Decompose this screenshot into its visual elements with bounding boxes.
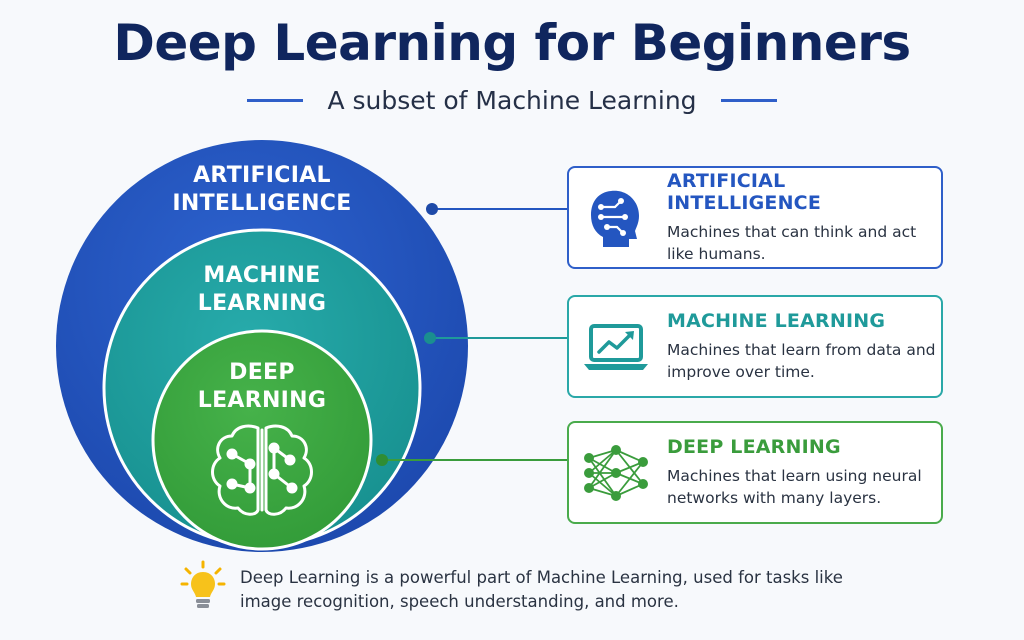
- card-title-dl: DEEP LEARNING: [667, 436, 841, 458]
- ml-circle-label-line2: LEARNING: [197, 291, 327, 316]
- card-title-ml: MACHINE LEARNING: [667, 310, 886, 332]
- brain-circuit-icon: [211, 424, 313, 516]
- subtitle-rule-left: [247, 99, 304, 102]
- lightbulb-icon: [180, 560, 226, 608]
- card-description-ml: Machines that learn from data and improv…: [667, 341, 936, 381]
- card-title-ai: ARTIFICIAL INTELLIGENCE: [667, 170, 821, 214]
- page-subtitle: A subset of Machine Learning: [327, 86, 697, 115]
- card-description-dl: Machines that learn using neural network…: [667, 467, 922, 507]
- connector-dl: [376, 454, 567, 466]
- card-artificial-intelligence: ARTIFICIAL INTELLIGENCE Machines that ca…: [567, 166, 943, 269]
- footnote-text: Deep Learning is a powerful part of Mach…: [240, 568, 843, 611]
- ml-circle-label-line1: MACHINE: [203, 263, 321, 288]
- ai-circle-label-line1: ARTIFICIAL: [193, 163, 331, 188]
- ml-circle-label: MACHINE LEARNING: [170, 262, 354, 318]
- subtitle-row: A subset of Machine Learning: [0, 86, 1024, 115]
- card-description-ai: Machines that can think and act like hum…: [667, 223, 917, 263]
- dl-circle-label: DEEP LEARNING: [180, 359, 344, 415]
- ai-circle-label: ARTIFICIAL INTELLIGENCE: [160, 162, 364, 218]
- laptop-chart-icon: [584, 323, 648, 370]
- connector-ml: [424, 332, 567, 344]
- footnote: Deep Learning is a powerful part of Mach…: [180, 560, 880, 614]
- dl-circle-label-line1: DEEP: [229, 360, 295, 385]
- neural-network-icon: [584, 444, 648, 501]
- card-deep-learning: DEEP LEARNING Machines that learn using …: [567, 421, 943, 524]
- page-title: Deep Learning for Beginners: [113, 14, 911, 72]
- head-circuit-icon: [591, 190, 639, 247]
- ai-circle-label-line2: INTELLIGENCE: [172, 191, 352, 216]
- subtitle-rule-right: [720, 99, 777, 102]
- dl-circle-label-line2: LEARNING: [197, 388, 327, 413]
- connector-ai: [426, 203, 567, 215]
- card-machine-learning: MACHINE LEARNING Machines that learn fro…: [567, 295, 943, 398]
